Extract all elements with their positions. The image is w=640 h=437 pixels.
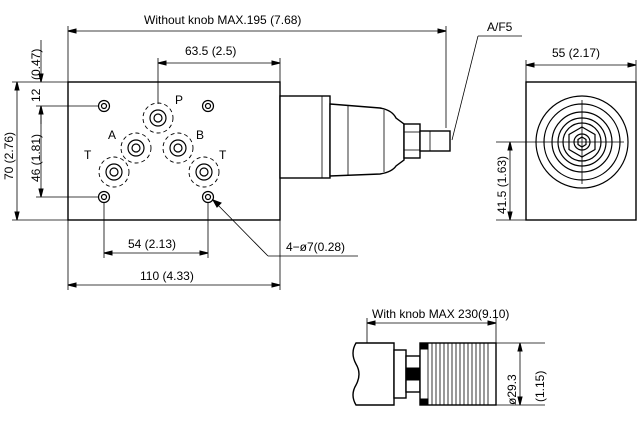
knob bbox=[419, 342, 497, 406]
side-view: 55 (2.17) 41.5 (1.63) bbox=[495, 46, 637, 221]
adjusting-screw bbox=[419, 130, 451, 152]
dim-holes: 4−ø7(0.28) bbox=[286, 240, 345, 254]
side-body bbox=[525, 81, 637, 221]
valve-body bbox=[67, 81, 281, 221]
dim-without-knob: Without knob MAX.195 (7.68) bbox=[144, 13, 301, 27]
port-T-right bbox=[188, 156, 220, 188]
dim-12: 12 bbox=[29, 88, 43, 102]
port-A bbox=[120, 132, 152, 164]
port-label-B: B bbox=[196, 128, 204, 142]
dim-dia-29-3: ø29.3 bbox=[505, 374, 519, 405]
knob-view: With knob MAX 230(9.10) ø29.3 (1.15) bbox=[352, 307, 547, 406]
front-view: P A B T T Without knob MAX.195 (7.68) A/… bbox=[2, 13, 522, 290]
port-label-T-right: T bbox=[219, 148, 227, 162]
port-T-left bbox=[98, 156, 130, 188]
dim-55: 55 (2.17) bbox=[552, 46, 600, 60]
adjuster-neck bbox=[279, 95, 331, 179]
mounting-holes bbox=[97, 99, 215, 204]
dim-dia-1-15: (1.15) bbox=[533, 371, 547, 402]
dim-63-5: 63.5 (2.5) bbox=[185, 44, 236, 58]
port-label-P: P bbox=[175, 93, 183, 107]
dim-with-knob: With knob MAX 230(9.10) bbox=[372, 307, 509, 321]
adjuster-body bbox=[329, 103, 405, 177]
dim-0-47: (0.47) bbox=[29, 49, 43, 80]
port-label-A: A bbox=[108, 128, 116, 142]
dim-46: 46 (1.81) bbox=[29, 134, 43, 182]
dim-70: 70 (2.76) bbox=[2, 132, 16, 180]
lock-nut bbox=[403, 123, 421, 159]
dim-110: 110 (4.33) bbox=[140, 269, 194, 283]
dim-41-5: 41.5 (1.63) bbox=[495, 156, 509, 214]
dim-54: 54 (2.13) bbox=[128, 237, 176, 251]
port-B bbox=[162, 132, 194, 164]
dim-af: A/F5 bbox=[487, 20, 513, 34]
port-label-T-left: T bbox=[84, 148, 92, 162]
